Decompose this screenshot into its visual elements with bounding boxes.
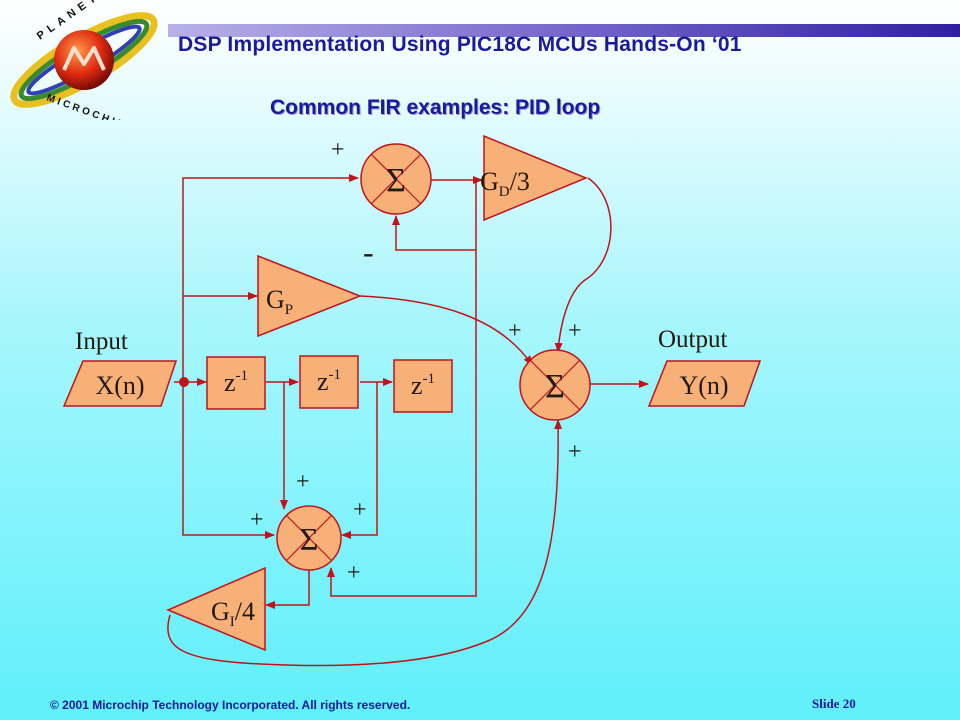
delay-1-base: z [224,368,236,397]
header-rule [168,24,960,37]
output-label: Output [658,326,728,353]
wire-gd-to-output-sum [554,177,612,353]
sign-top-sum-minus: - [363,234,374,270]
sign-output-plus-right: + [568,318,582,344]
delay-1-exp: -1 [236,368,249,384]
gain-i-block: GI/4 [166,566,266,652]
sign-output-plus-left: + [508,318,522,344]
footer-copyright: © 2001 Microchip Technology Incorporated… [50,698,411,712]
integral-summing-junction: Σ [276,505,342,571]
wire-tap-to-integral-sum [182,386,275,539]
sign-integral-plus-right: + [353,497,367,523]
signal-wires [167,174,649,667]
input-block: X(n) [62,360,178,407]
output-block-label: Y(n) [679,371,728,400]
gain-d-tail: /3 [510,167,530,196]
gain-d-base: G [480,167,499,196]
wire-tap-to-top-sum [182,174,359,380]
header-title: DSP Implementation Using PIC18C MCUs Han… [178,33,742,56]
gain-p-block: GP [257,254,363,338]
svg-text:z-1: z-1 [224,368,248,397]
gain-i-base: G [211,597,230,626]
sign-integral-plus-top: + [296,469,310,495]
svg-text:GP: GP [266,285,293,318]
delay-block-3: z-1 [393,359,453,413]
svg-text:GI/4: GI/4 [211,597,255,630]
sum-symbol-top: Σ [386,162,406,199]
wire-gi-to-output-sum [167,419,563,667]
sum-symbol-integral: Σ [300,521,319,557]
sign-integral-plus-left: + [250,507,264,533]
delay-block-2: z-1 [299,355,359,409]
svg-text:z-1: z-1 [317,367,341,396]
wire-z2-out-to-integral-sum [341,382,378,539]
sign-integral-plus-bottom: + [347,560,361,586]
sum-symbol-output: Σ [545,368,565,405]
wire-integral-sum-to-gi [265,568,310,609]
gain-p-base: G [266,285,285,314]
input-tap-node [179,377,189,387]
slide-subtitle: Common FIR examples: PID loop [270,96,601,119]
svg-text:z-1: z-1 [411,371,435,400]
wire-feedback-loop [327,178,477,597]
delay-2-base: z [317,367,329,396]
wire-gp-to-output-sum [359,295,533,366]
delay-3-base: z [411,371,423,400]
gain-d-block: GD/3 [480,134,588,222]
gain-p-sub: P [285,302,293,318]
footer-slide-number: Slide 20 [812,696,856,711]
sign-output-plus-bottom: + [568,439,582,465]
input-label: Input [75,328,128,355]
planet-microchip-logo: PLANET MICROCHIP [10,0,158,120]
delay-3-exp: -1 [423,371,436,387]
gain-d-sub: D [499,184,510,200]
input-block-label: X(n) [95,371,144,400]
gain-i-tail: /4 [235,597,255,626]
delay-2-exp: -1 [329,367,342,383]
wire-delayed-to-top-sum [392,215,476,251]
output-summing-junction: Σ [519,349,591,421]
sign-top-sum-plus: + [331,137,345,163]
derivative-summing-junction: Σ [360,143,432,215]
output-block: Y(n) [647,360,762,407]
svg-text:GD/3: GD/3 [480,167,530,200]
gain-i-sub: I [230,614,235,630]
delay-block-1: z-1 [206,356,266,410]
